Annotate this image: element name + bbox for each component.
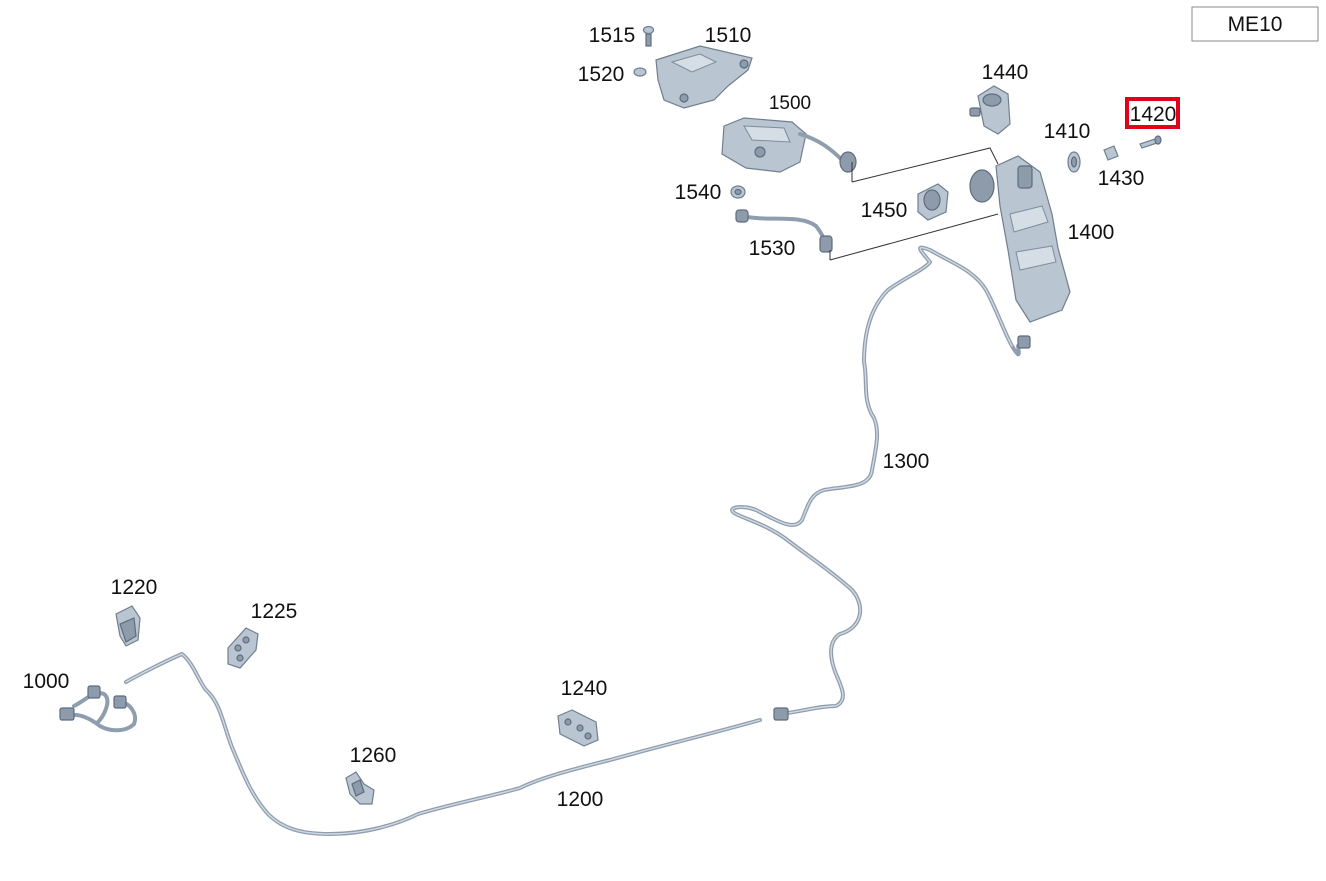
- part-1450-sensor: [917, 183, 949, 221]
- callout-1400[interactable]: 1400: [1068, 221, 1115, 244]
- part-1200-line: [124, 652, 762, 836]
- callout-1530[interactable]: 1530: [749, 237, 796, 260]
- callout-1220[interactable]: 1220: [111, 576, 158, 599]
- callout-1410[interactable]: 1410: [1044, 120, 1091, 143]
- part-1530-hose: [735, 209, 833, 253]
- callout-1450[interactable]: 1450: [861, 199, 908, 222]
- callout-1510[interactable]: 1510: [705, 24, 752, 47]
- model-tag-text: ME10: [1228, 13, 1283, 36]
- part-1440-valve: [969, 85, 1011, 135]
- callout-1430[interactable]: 1430: [1098, 167, 1145, 190]
- part-1510-bracket: [655, 45, 753, 109]
- part-1540-grommet: [730, 185, 746, 199]
- callout-1440[interactable]: 1440: [982, 61, 1029, 84]
- callout-1200[interactable]: 1200: [557, 788, 604, 811]
- part-1000-connector: [59, 685, 137, 733]
- part-1500-housing: [721, 117, 857, 173]
- part-1225-holder: [227, 627, 259, 669]
- part-1430-sleeve: [1103, 145, 1119, 161]
- highlight-1420-frame: [1125, 97, 1180, 129]
- model-tag-box: [1191, 6, 1319, 42]
- line-1300-start-connector: [773, 707, 789, 721]
- part-1220-clip: [115, 605, 141, 647]
- part-1420-screw: [1139, 135, 1162, 149]
- part-1410-ring: [1067, 151, 1081, 173]
- callout-1420[interactable]: 1420: [1130, 103, 1177, 126]
- part-1520-nut: [633, 67, 647, 77]
- callout-1515[interactable]: 1515: [589, 24, 636, 47]
- callout-1000[interactable]: 1000: [23, 670, 70, 693]
- part-1240-holder: [557, 709, 599, 747]
- callout-1540[interactable]: 1540: [675, 181, 722, 204]
- part-1260-clip: [345, 771, 375, 805]
- callout-1300[interactable]: 1300: [883, 450, 930, 473]
- callout-1240[interactable]: 1240: [561, 677, 608, 700]
- callout-1225[interactable]: 1225: [251, 600, 298, 623]
- leader-1530-1400: [829, 213, 999, 261]
- callout-1520[interactable]: 1520: [578, 63, 625, 86]
- callout-1500[interactable]: 1500: [769, 93, 811, 114]
- part-1515-bolt: [642, 25, 655, 47]
- callout-1260[interactable]: 1260: [350, 744, 397, 767]
- part-1400-tank: [969, 155, 1071, 323]
- line-1300-end-connector: [1017, 335, 1031, 349]
- leader-1500-1400: [851, 147, 999, 183]
- model-tag: ME10: [1191, 6, 1319, 42]
- part-1300-line: [730, 245, 1031, 721]
